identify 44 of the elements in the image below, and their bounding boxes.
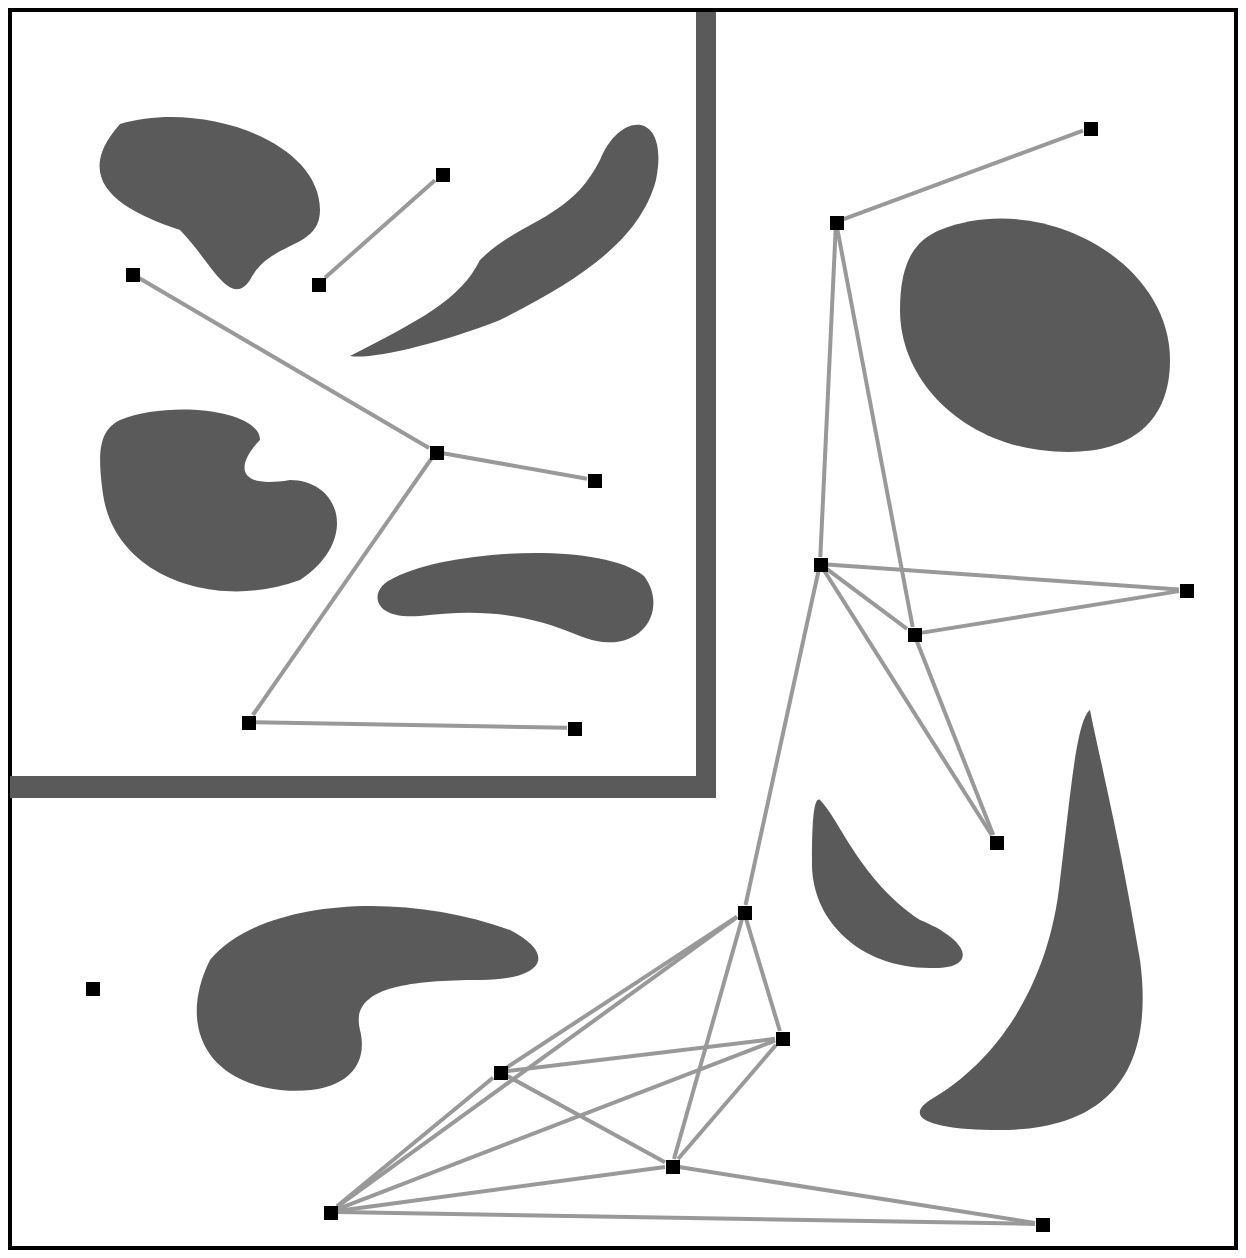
waypoint-square — [323, 1205, 337, 1219]
waypoint-square — [813, 557, 827, 571]
connection-line — [138, 276, 430, 450]
waypoint-square — [1179, 583, 1193, 597]
connection-line — [914, 640, 996, 836]
waypoint-square — [493, 1065, 507, 1079]
waypoint-square — [737, 905, 751, 919]
waypoint-square — [125, 267, 139, 281]
waypoint-square — [829, 215, 843, 229]
connection-line — [818, 228, 838, 558]
connection-line — [506, 1074, 666, 1164]
connection-line — [744, 918, 782, 1032]
waypoint-square — [567, 721, 581, 735]
connection-line — [336, 1164, 666, 1214]
connection-line — [336, 1038, 776, 1212]
waypoint-square — [1035, 1217, 1049, 1231]
connection-line — [676, 1043, 778, 1161]
connection-line — [920, 589, 1180, 635]
connection-line — [442, 451, 588, 481]
connection-line — [743, 570, 821, 906]
connection-line — [251, 457, 433, 717]
connection-line — [842, 128, 1084, 222]
waypoint-square — [311, 277, 325, 291]
connection-line — [506, 1036, 776, 1074]
connection-line — [254, 720, 568, 730]
waypoint-square — [429, 445, 443, 459]
connection-line — [826, 562, 1180, 592]
connection-line — [672, 918, 744, 1160]
waypoint-square — [989, 835, 1003, 849]
connection-line — [822, 569, 994, 837]
waypoint-square — [665, 1159, 679, 1173]
waypoint-square — [85, 981, 99, 995]
connection-line — [323, 178, 437, 280]
connection-line — [825, 567, 909, 631]
waypoint-square — [1083, 121, 1097, 135]
waypoint-square — [775, 1031, 789, 1045]
connection-line — [505, 914, 739, 1070]
waypoint-square — [587, 473, 601, 487]
waypoint-square — [435, 167, 449, 181]
waypoint-square — [907, 627, 921, 641]
waypoint-square — [241, 715, 255, 729]
connection-line — [335, 1076, 495, 1208]
connection-line — [336, 1210, 1036, 1226]
connection-line — [678, 1165, 1036, 1225]
